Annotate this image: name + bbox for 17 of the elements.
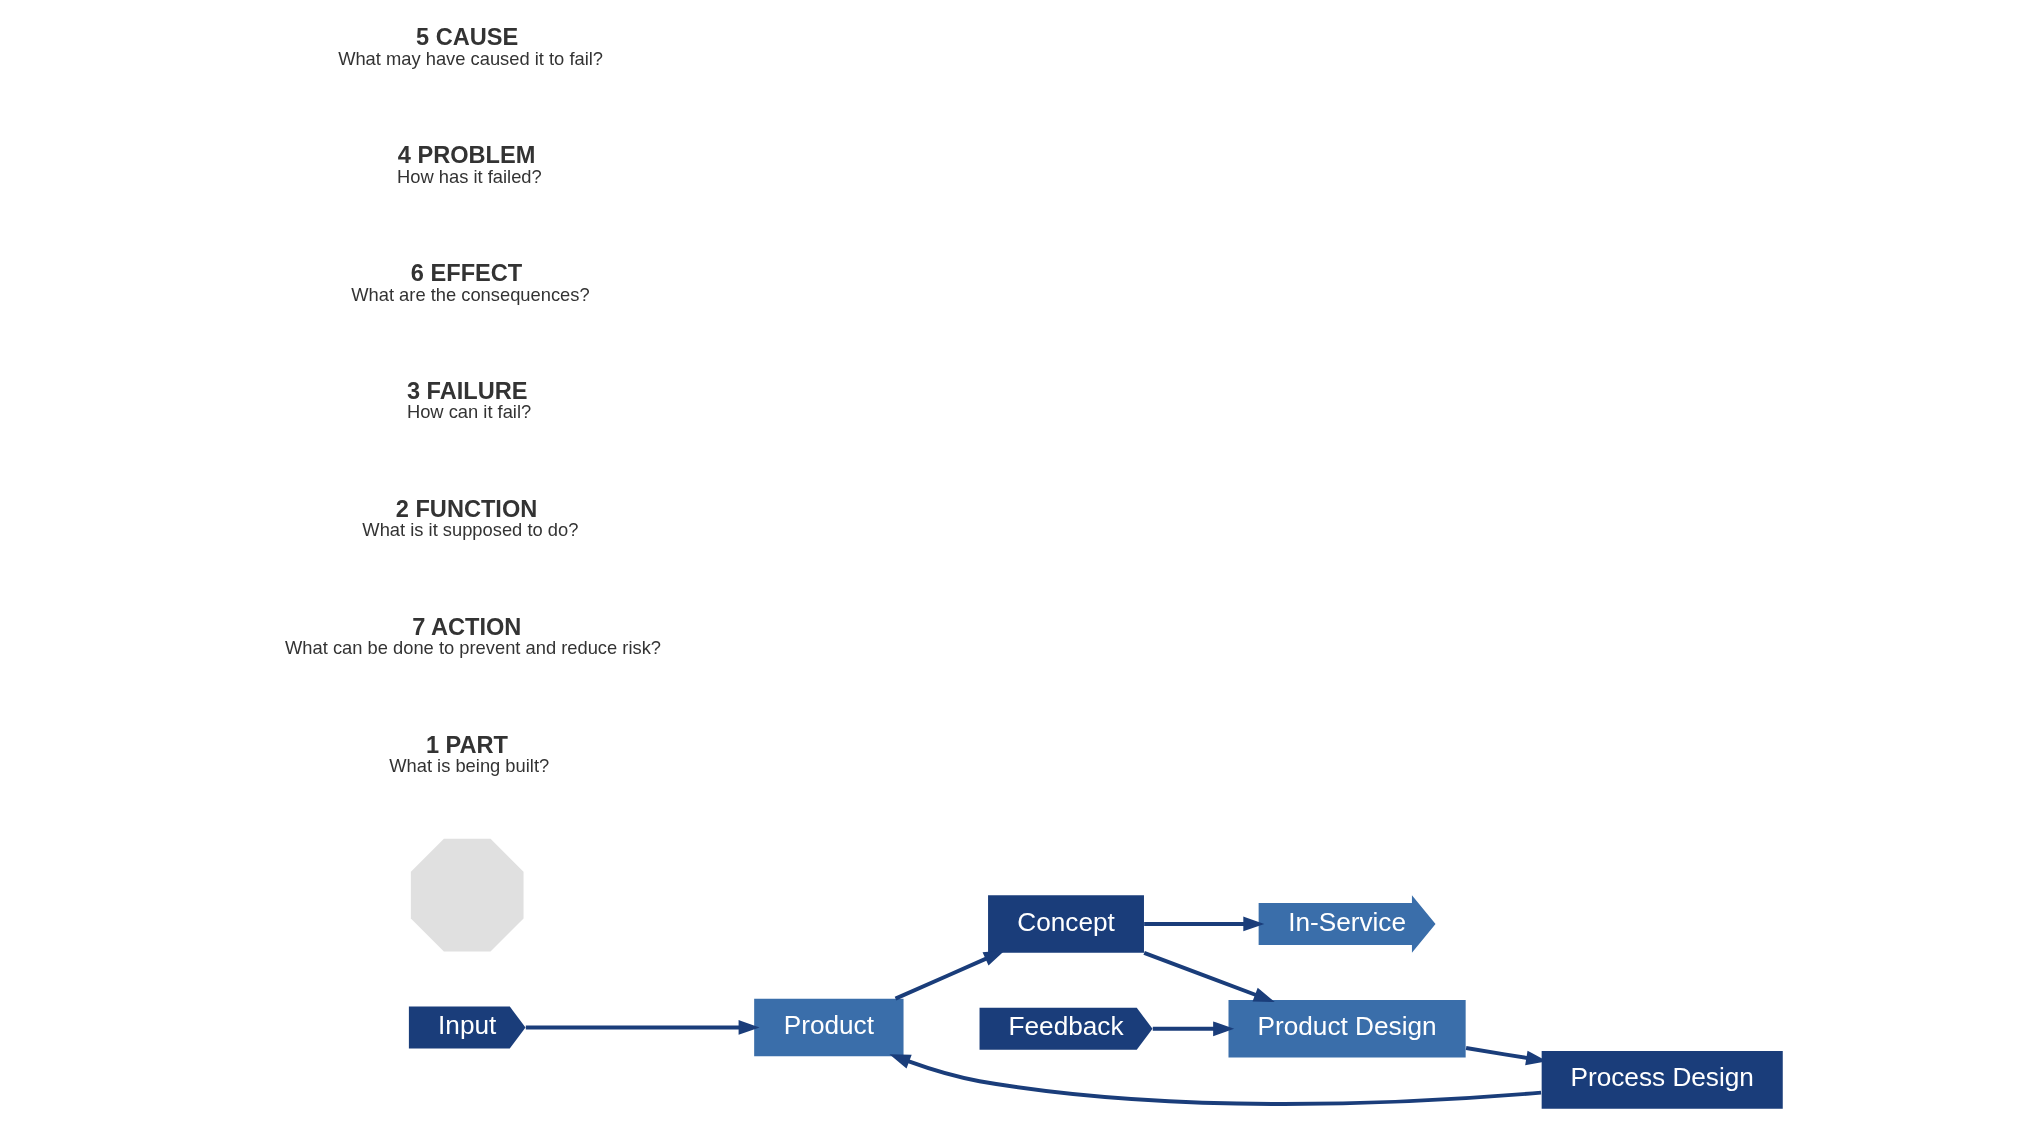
node-gear xyxy=(410,838,524,952)
arrow xyxy=(1142,951,1275,1003)
arrow xyxy=(525,1020,760,1035)
arrow xyxy=(894,950,1005,1001)
node-box: Product Design xyxy=(1228,999,1466,1058)
node-box: Process Design xyxy=(1541,1051,1783,1109)
arrow xyxy=(1152,1021,1234,1037)
node-box: Product xyxy=(753,998,904,1057)
label: 1 PART xyxy=(425,731,508,758)
label: What is it supposed to do? xyxy=(361,519,578,541)
label: 7 ACTION xyxy=(411,613,521,640)
label: What can be done to prevent and reduce risk? xyxy=(284,637,661,659)
arrow xyxy=(888,1054,1541,1106)
label: 2 FUNCTION xyxy=(395,495,537,522)
arrow xyxy=(1143,916,1264,932)
label: What is being built? xyxy=(388,755,549,777)
node-box: Concept xyxy=(987,895,1144,953)
